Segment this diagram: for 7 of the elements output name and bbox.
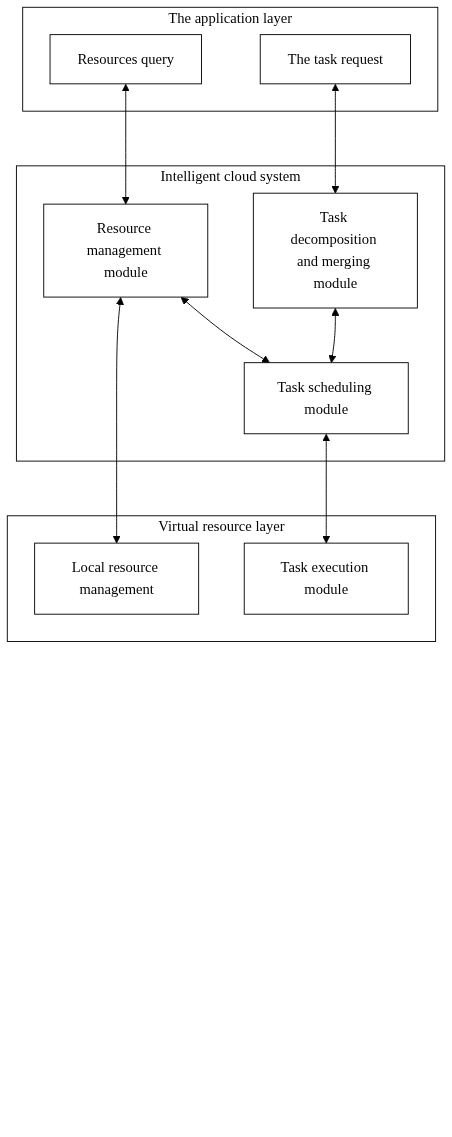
node-box: Resource management module [43,203,209,298]
node-box: Local resource management [34,542,200,615]
node-box: Task execution module [243,542,409,615]
node-box: Task scheduling module [243,362,409,435]
node-box: Resources query [49,34,202,85]
node-box: Task decomposition and merging module [252,192,418,309]
node-box: The task request [259,34,411,85]
